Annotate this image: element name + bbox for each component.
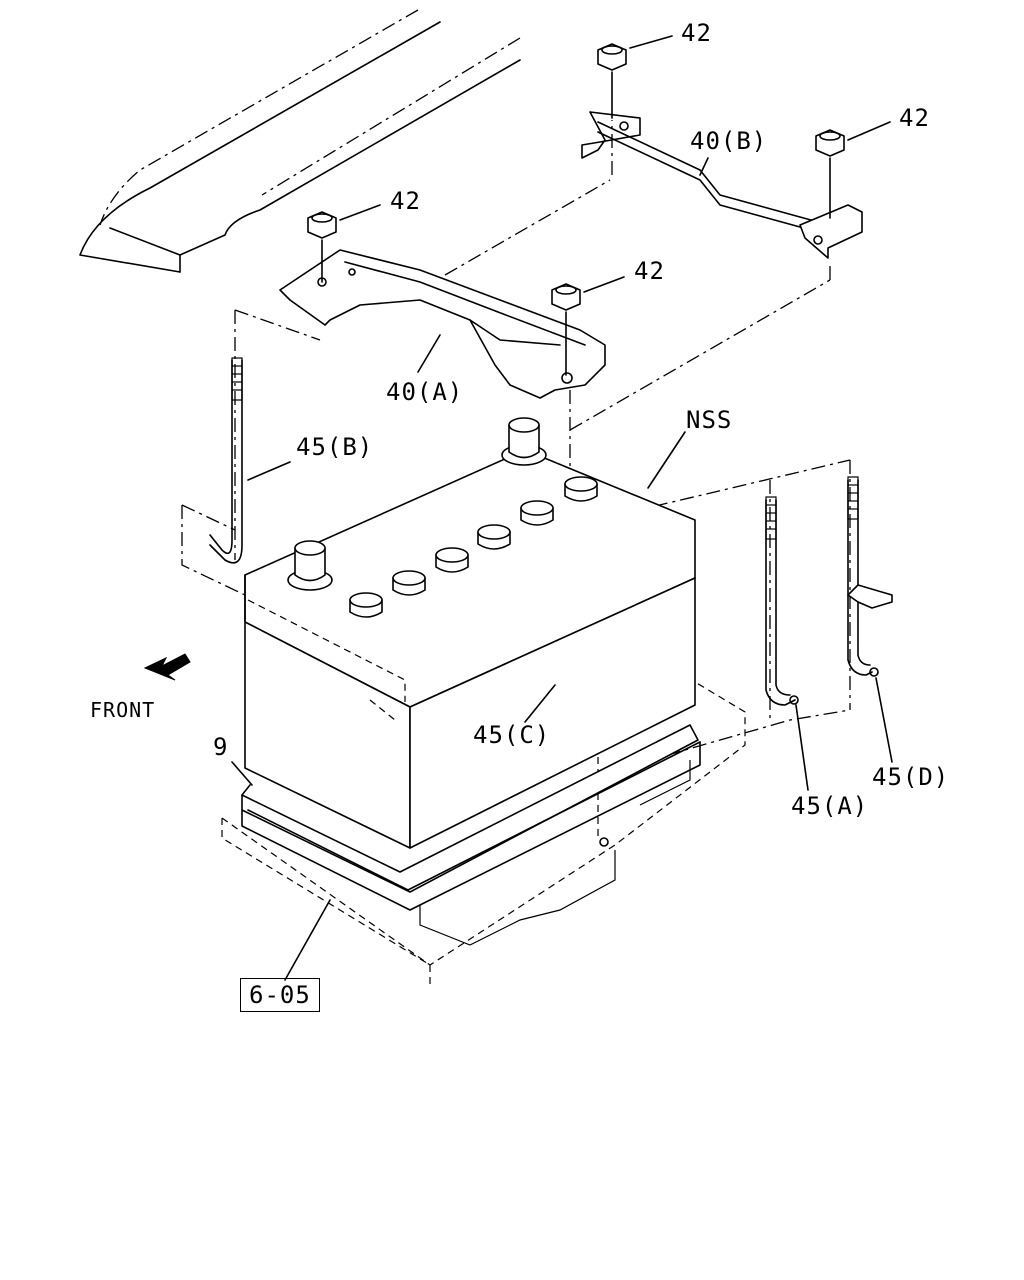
bolt-45b (209, 357, 243, 564)
callout-45c: 45(C) (473, 721, 551, 749)
cell-caps (349, 476, 598, 618)
terminal-left (287, 540, 333, 591)
callout-42-left: 42 (390, 187, 421, 215)
callout-45b: 45(B) (296, 433, 374, 461)
battery (244, 417, 696, 849)
callout-45a: 45(A) (791, 792, 869, 820)
nut-42-left (307, 211, 337, 283)
callout-40b: 40(B) (690, 127, 768, 155)
callout-42-top: 42 (681, 19, 712, 47)
bolt-45d (847, 476, 893, 677)
front-label: FRONT (90, 698, 156, 722)
battery-tray (221, 681, 746, 985)
callout-40a: 40(A) (386, 378, 464, 406)
reference-6-05[interactable]: 6-05 (240, 978, 320, 1013)
terminal-right (501, 417, 547, 466)
callout-42-center: 42 (634, 257, 665, 285)
nut-42-top (597, 43, 627, 119)
clamp-40a (279, 249, 606, 399)
frame-rail (79, 9, 521, 273)
bolt-45a (765, 496, 799, 706)
callout-42-right: 42 (899, 104, 930, 132)
clamp-40b (581, 111, 863, 259)
callout-9: 9 (213, 733, 229, 761)
callout-45d: 45(D) (872, 763, 950, 791)
leader-lines (231, 35, 893, 981)
nut-42-right (815, 129, 845, 219)
nut-42-center (551, 283, 581, 376)
arrow-left-down-icon (143, 653, 191, 681)
callout-nss: NSS (686, 406, 733, 434)
